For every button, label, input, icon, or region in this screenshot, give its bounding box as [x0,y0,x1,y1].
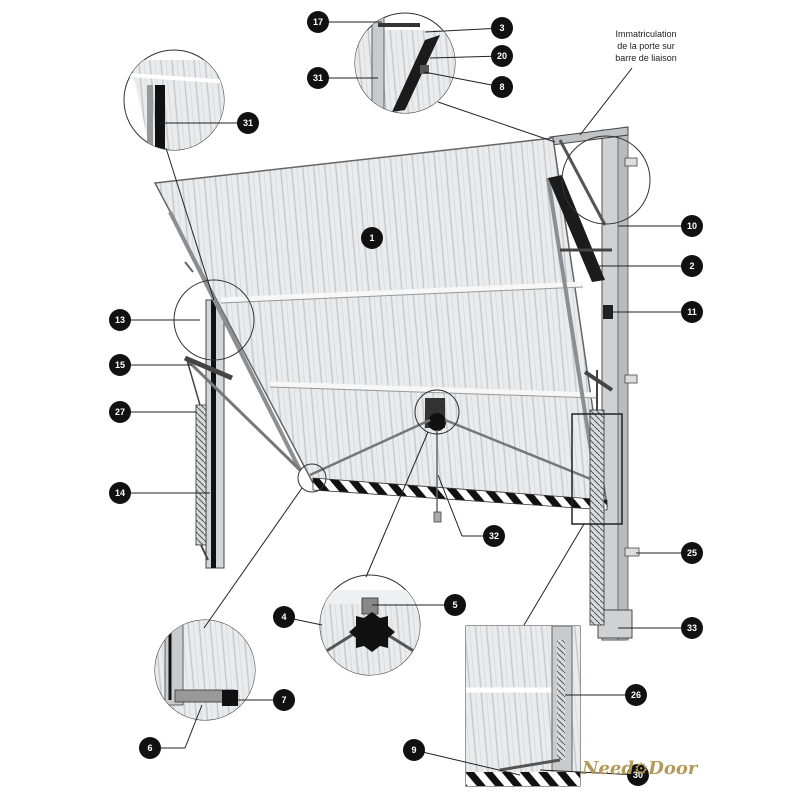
callout-14: 14 [109,482,131,504]
callout-badge-circle [307,67,329,89]
callout-badge-circle [681,617,703,639]
callout-number: 3 [499,23,504,33]
callout-1: 1 [361,227,383,249]
callout-9: 9 [403,739,425,761]
callout-26: 26 [625,684,647,706]
callout-number: 14 [115,488,125,498]
callout-number: 13 [115,315,125,325]
callout-30: 30 [627,764,649,786]
detail-top-left [123,49,225,151]
right-hardware [548,175,623,626]
callout-17: 17 [307,11,329,33]
brand-part-2: Door [648,758,698,779]
callout-7: 7 [273,689,295,711]
callout-badge-circle [109,309,131,331]
detail-lock-point [297,389,460,493]
callout-2: 2 [681,255,703,277]
detail-bottom-right [465,625,581,787]
callout-number: 11 [687,307,697,317]
callout-badge-circle [361,227,383,249]
callout-number: 27 [115,407,125,417]
callout-badge-circle [237,112,259,134]
callout-badge-circle [681,542,703,564]
callout-number: 10 [687,221,697,231]
callout-number: 26 [631,690,641,700]
callout-number: 30 [633,770,643,780]
callout-badge-circle [681,215,703,237]
detail-right-top [561,135,651,225]
detail-bottom-left [154,619,256,721]
brand-part-1: Need [582,758,634,779]
callout-badge-circle [307,11,329,33]
callout-13: 13 [109,309,131,331]
callout-10: 10 [681,215,703,237]
callout-number: 5 [452,600,457,610]
callout-badges: 17 3 20 31 8 31 1 10 2 13 11 15 27 14 32 25 4 5 33 26 7 6 9 30 [109,11,703,786]
callout-27: 27 [109,401,131,423]
callout-number: 4 [281,612,286,622]
detail-top [354,12,456,114]
callout-4: 4 [273,606,295,628]
callout-number: 31 [313,73,323,83]
callout-number: 7 [281,695,286,705]
callout-8: 8 [491,76,513,98]
note-line-1: Immatriculation [615,29,677,39]
brand-gear-icon: ⚙ [633,759,649,778]
callout-3: 3 [491,17,513,39]
callout-badge-circle [109,354,131,376]
callout-badge-circle [109,401,131,423]
leader-lines [120,21,692,776]
callout-6: 6 [139,737,161,759]
callout-badge-circle [491,45,513,67]
brand-watermark: Need⚙Door [582,758,702,782]
callout-badge-circle [403,739,425,761]
callout-number: 1 [369,233,374,243]
callout-badge-circle [109,482,131,504]
callout-badge-circle [681,301,703,323]
callout-33: 33 [681,617,703,639]
callout-number: 6 [147,743,152,753]
callout-badge-circle [681,255,703,277]
callout-25: 25 [681,542,703,564]
note-line-2: de la porte sur [617,41,675,51]
callout-badge-circle [273,606,295,628]
callout-badge-circle [491,76,513,98]
callout-31: 31 [237,112,259,134]
callout-badge-circle [483,525,505,547]
callout-number: 17 [313,17,323,27]
callout-31: 31 [307,67,329,89]
callout-badge-circle [139,737,161,759]
callout-number: 2 [689,261,694,271]
callout-badge-circle [625,684,647,706]
callout-20: 20 [491,45,513,67]
left-hardware [183,355,302,561]
callout-number: 31 [243,118,253,128]
callout-11: 11 [681,301,703,323]
callout-number: 8 [499,82,504,92]
callout-badge-circle [273,689,295,711]
callout-5: 5 [444,594,466,616]
registration-note: Immatriculation de la porte sur barre de… [596,28,696,64]
callout-badge-circle [627,764,649,786]
callout-number: 15 [115,360,125,370]
callout-badge-circle [444,594,466,616]
callout-badge-circle [491,17,513,39]
callout-15: 15 [109,354,131,376]
callout-number: 33 [687,623,697,633]
callout-number: 25 [687,548,697,558]
callout-number: 20 [497,51,507,61]
callout-32: 32 [483,525,505,547]
callout-number: 9 [411,745,416,755]
note-line-3: barre de liaison [615,53,677,63]
callout-number: 32 [489,531,499,541]
detail-handle [319,574,421,676]
